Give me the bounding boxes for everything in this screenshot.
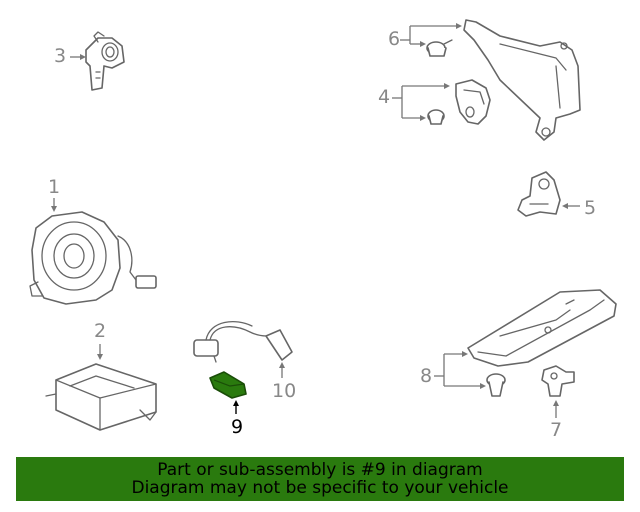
leader-2 — [97, 344, 103, 360]
part-4-sensor — [456, 80, 490, 124]
leader-10 — [279, 362, 285, 378]
leader-9 — [233, 400, 239, 414]
callout-6: 6 — [388, 30, 400, 49]
callout-8: 8 — [420, 367, 432, 386]
part-10-harness — [194, 322, 292, 362]
callout-7: 7 — [550, 421, 562, 440]
leader-7 — [553, 400, 559, 418]
callout-3: 3 — [54, 47, 66, 66]
part-8-clip — [487, 374, 505, 396]
banner-line-1: Part or sub-assembly is #9 in diagram — [16, 461, 624, 479]
part-2-module — [46, 364, 156, 430]
part-6-bracket — [464, 20, 580, 140]
callout-5: 5 — [584, 199, 596, 218]
callout-2: 2 — [94, 322, 106, 341]
leader-1 — [51, 198, 57, 212]
parts-diagram — [0, 0, 640, 455]
callout-9: 9 — [231, 418, 243, 437]
part-9-highlighted[interactable] — [210, 372, 246, 398]
callout-4: 4 — [378, 88, 390, 107]
part-7-sensor — [542, 366, 574, 396]
part-3-sensor — [86, 32, 124, 90]
part-5-sensor — [518, 172, 560, 216]
callout-10: 10 — [272, 382, 296, 401]
leader-3 — [70, 54, 86, 60]
banner-line-2: Diagram may not be specific to your vehi… — [16, 479, 624, 497]
part-1-clockspring — [30, 212, 156, 304]
info-banner: Part or sub-assembly is #9 in diagram Di… — [16, 457, 624, 501]
leader-5 — [562, 203, 580, 209]
part-8-cover — [468, 290, 616, 366]
part-6-bolt — [427, 40, 452, 56]
callout-1: 1 — [48, 178, 60, 197]
part-4-bolt — [428, 110, 444, 124]
